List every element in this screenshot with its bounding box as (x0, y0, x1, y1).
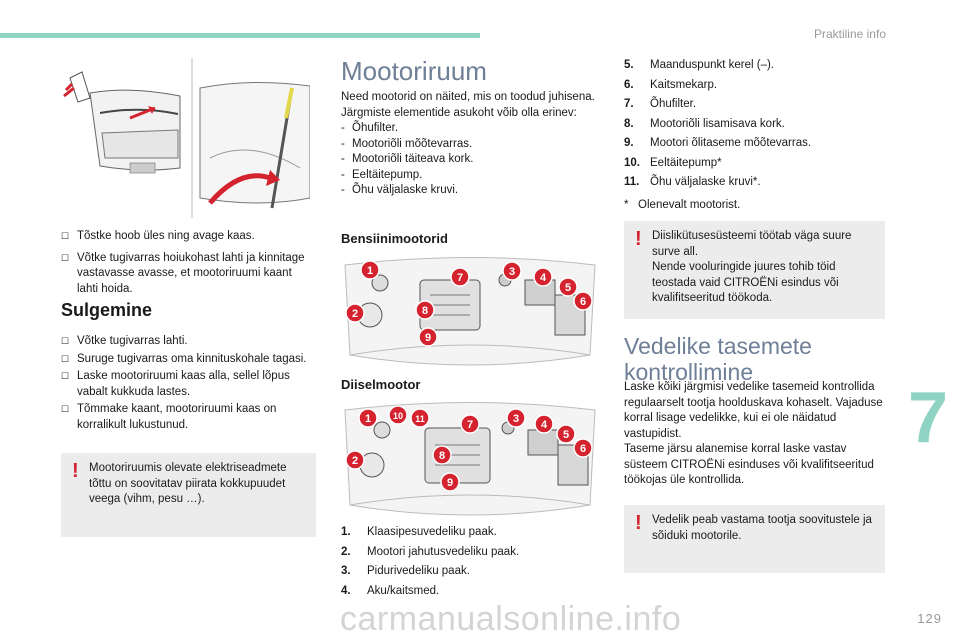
closing-step: ☐Tõmmake kaant, mootoriruumi kaas on kor… (61, 403, 277, 431)
list-item: 5.Maanduspunkt kerel (–). (624, 59, 775, 71)
petrol-badge-2: 2 (345, 303, 365, 323)
svg-text:9: 9 (447, 477, 453, 489)
open-step: ☐Võtke tugivarras hoiukohast lahti ja ki… (61, 251, 305, 295)
warning-box-water: ! Mootoriruumis olevate elektriseadmete … (61, 453, 316, 537)
diesel-badge-1: 1 (358, 408, 378, 428)
list-item: 9.Mootori õlitaseme mõõtevarras. (624, 137, 812, 149)
diesel-badge-6: 6 (573, 438, 593, 458)
diesel-badge-8: 8 (432, 445, 452, 465)
svg-text:7: 7 (457, 272, 463, 284)
fluid-levels-text: Laske kõiki järgmisi vedelike tasemeid k… (624, 381, 883, 486)
page-number: 129 (917, 611, 942, 626)
engine-variable-items: -Õhufilter. -Mootoriõli mõõtevarras. -Mo… (341, 121, 606, 199)
svg-text:8: 8 (422, 305, 428, 317)
diesel-badge-5: 5 (556, 424, 576, 444)
header-accent-bar (0, 33, 480, 38)
svg-text:2: 2 (352, 455, 358, 467)
checkbox-bullet-icon: ☐ (61, 404, 70, 414)
svg-text:8: 8 (439, 450, 445, 462)
petrol-badge-8: 8 (415, 300, 435, 320)
closing-step: ☐Suruge tugivarras oma kinnituskohale ta… (61, 352, 316, 368)
diesel-badge-10: 10 (388, 405, 408, 425)
svg-text:4: 4 (541, 419, 548, 431)
list-item: 6.Kaitsmekarp. (624, 78, 718, 91)
footnote: * Olenevalt mootorist. (624, 199, 741, 211)
svg-text:1: 1 (367, 265, 373, 277)
petrol-badge-9: 9 (418, 327, 438, 347)
engine-intro: Need mootorid on näited, mis on toodud j… (341, 90, 606, 199)
open-step: ☐Tõstke hoob üles ning avage kaas. (61, 229, 316, 245)
svg-text:7: 7 (467, 419, 473, 431)
warning-box-fluid: ! Vedelik peab vastama tootja soovituste… (624, 505, 885, 573)
list-item: -Õhufilter. (341, 122, 399, 134)
checkbox-bullet-icon: ☐ (61, 231, 70, 241)
list-item: 2.Mootori jahutusvedeliku paak. (341, 545, 520, 558)
petrol-badge-5: 5 (558, 277, 578, 297)
section-name: Praktiline info (813, 27, 886, 41)
list-item: 10.Eeltäitepump* (624, 156, 722, 169)
checkbox-bullet-icon: ☐ (61, 336, 70, 346)
svg-text:6: 6 (580, 296, 586, 308)
engine-bay-title: Mootoriruum (341, 56, 487, 86)
diesel-heading: Diiselmootor (341, 377, 421, 392)
diesel-badge-4: 4 (534, 414, 554, 434)
svg-text:3: 3 (513, 413, 519, 425)
diesel-badge-9: 9 (440, 472, 460, 492)
svg-text:11: 11 (415, 414, 425, 424)
svg-text:2: 2 (352, 308, 358, 320)
parts-list-2: 5.Maanduspunkt kerel (–). 6.Kaitsmekarp.… (624, 58, 889, 195)
closing-step: ☐Laske mootoriruumi kaas alla, sellel lõ… (61, 370, 290, 398)
warning-icon: ! (72, 460, 79, 482)
svg-text:1: 1 (365, 413, 371, 425)
petrol-heading: Bensiinimootorid (341, 231, 448, 246)
parts-list-1: 1.Klaasipesuvedeliku paak. 2.Mootori jah… (341, 525, 606, 603)
petrol-badge-3: 3 (502, 261, 522, 281)
closing-heading: Sulgemine (61, 300, 153, 320)
diesel-badge-2: 2 (345, 450, 365, 470)
list-item: 8.Mootoriõli lisamisava kork. (624, 117, 785, 130)
list-item: -Mootoriõli täiteava kork. (341, 153, 474, 165)
closing-step: ☐Võtke tugivarras lahti. (61, 334, 316, 350)
closing-steps-list: ☐Võtke tugivarras lahti. ☐Suruge tugivar… (61, 334, 316, 435)
diesel-badge-11: 11 (410, 408, 430, 428)
fluid-levels-title: Vedelike tasemete kontrollimine (624, 333, 812, 385)
list-item: 4.Aku/kaitsmed. (341, 584, 440, 597)
svg-text:5: 5 (563, 429, 569, 441)
checkbox-bullet-icon: ☐ (61, 252, 70, 263)
list-item: 1.Klaasipesuvedeliku paak. (341, 526, 497, 538)
chapter-number: 7 (908, 378, 949, 458)
warning-box-diesel: ! Diislikütusesüsteemi töötab väga suure… (624, 221, 885, 319)
hood-illustration (60, 58, 310, 218)
checkbox-bullet-icon: ☐ (61, 371, 70, 381)
checkbox-bullet-icon: ☐ (61, 353, 70, 364)
list-item: 3.Pidurivedeliku paak. (341, 565, 470, 577)
svg-text:4: 4 (540, 272, 547, 284)
warning-icon: ! (635, 512, 642, 534)
svg-text:6: 6 (580, 443, 586, 455)
diesel-badge-3: 3 (506, 408, 526, 428)
petrol-badge-1: 1 (360, 260, 380, 280)
list-item: -Mootoriõli mõõtevarras. (341, 137, 473, 150)
petrol-badge-7: 7 (450, 267, 470, 287)
svg-text:10: 10 (393, 411, 403, 421)
svg-text:9: 9 (425, 332, 431, 344)
svg-text:5: 5 (565, 282, 571, 294)
petrol-badge-6: 6 (573, 291, 593, 311)
list-item: -Õhu väljalaske kruvi. (341, 184, 459, 196)
watermark: carmanualsonline.info (340, 600, 682, 638)
svg-text:3: 3 (509, 266, 515, 278)
list-item: 7.Õhufilter. (624, 98, 697, 110)
open-steps-list: ☐Tõstke hoob üles ning avage kaas. ☐Võtk… (61, 229, 316, 303)
diesel-badge-7: 7 (460, 414, 480, 434)
petrol-badge-4: 4 (533, 267, 553, 287)
warning-icon: ! (635, 228, 642, 250)
list-item: 11.Õhu väljalaske kruvi*. (624, 176, 761, 188)
list-item: -Eeltäitepump. (341, 168, 423, 181)
